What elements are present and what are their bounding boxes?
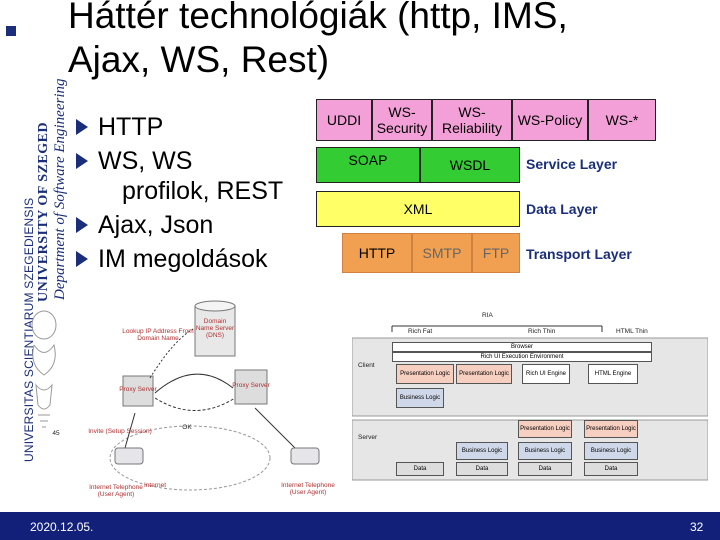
client-presentation-logic-box: Presentation Logic: [396, 364, 454, 384]
sip-arrow: [149, 327, 196, 379]
lookup-label: Lookup IP Address From Domain Name: [122, 328, 194, 342]
internet-label: Internet: [143, 482, 167, 489]
triangle-bullet-icon: [76, 251, 88, 267]
ria-architecture-diagram: RIA Rich Fat Rich Thin HTML Thin Client …: [352, 312, 708, 482]
footer-bar: [0, 512, 720, 540]
bullet-item: Ajax, Json: [76, 210, 316, 240]
triangle-bullet-icon: [76, 153, 88, 169]
footer-date: 2020.12.05.: [30, 520, 94, 534]
phone-left-label: Internet Telephone (User Agent): [89, 484, 143, 498]
ok-label: OK: [182, 424, 192, 431]
bullet-item: HTTP: [76, 112, 316, 142]
ws-cell-ftp: FTP: [472, 233, 520, 273]
bullet-list: HTTP WS, WS profilok, REST Ajax, Json IM…: [76, 112, 316, 278]
data-box: Data: [584, 462, 638, 476]
ws-stack-diagram: UDDI WS-Security WS-Reliability WS-Polic…: [316, 99, 706, 279]
proxy-left-label: Proxy Server: [119, 386, 157, 393]
ws-cell-wsdl: WSDL: [420, 147, 520, 183]
data-layer-label: Data Layer: [526, 201, 598, 217]
service-layer-label: Service Layer: [526, 156, 618, 172]
sip-session-diagram: Lookup IP Address From Domain Name Domai…: [52, 298, 345, 508]
ws-cell-http: HTTP: [342, 233, 412, 273]
bullet-item-continuation: profilok, REST: [122, 177, 284, 205]
client-business-logic-box: Business Logic: [396, 388, 444, 408]
html-engine-box: HTML Engine: [588, 364, 638, 384]
title-bullet-square: [6, 26, 16, 36]
internet-telephone-left-icon: [114, 447, 144, 465]
title-line-1: Háttér technológiák (http, IMS,: [68, 0, 568, 36]
ws-cell-soap: SOAP: [316, 147, 420, 183]
triangle-bullet-icon: [76, 119, 88, 135]
title-line-2: Ajax, WS, Rest): [68, 39, 330, 80]
invite-label: Invite (Setup Session): [88, 428, 152, 435]
ws-cell-uddi: UDDI: [316, 99, 372, 141]
server-business-logic-box: Business Logic: [518, 442, 572, 460]
data-box: Data: [518, 462, 572, 476]
bullet-item: WS, WS: [76, 146, 316, 176]
page-number: 32: [690, 520, 704, 534]
server-presentation-logic-box: Presentation Logic: [584, 420, 638, 438]
html-thin-label: HTML Thin: [616, 328, 648, 335]
sip-arrow: [124, 412, 136, 449]
proxy-right-label: Proxy Server: [232, 382, 270, 389]
proxy-server-left-icon: [122, 375, 154, 407]
slide-side-number: 45: [52, 430, 60, 437]
client-label: Client: [358, 362, 375, 369]
ws-cell-xml: XML: [316, 191, 520, 227]
dns-server-icon: [194, 300, 236, 357]
dns-label: Domain Name Server (DNS): [195, 318, 235, 339]
sip-diagram-graphics: [109, 300, 320, 491]
ws-cell-other: WS-*: [588, 99, 656, 141]
bullet-item: IM megoldások: [76, 244, 316, 274]
sip-arrow: [154, 397, 236, 411]
rich-fat-label: Rich Fat: [408, 328, 433, 335]
phone-right-label: Internet Telephone (User Agent): [281, 482, 335, 496]
sip-arrow: [254, 407, 296, 449]
triangle-bullet-icon: [76, 217, 88, 233]
ws-cell-reliability: WS-Reliability: [432, 99, 512, 141]
server-business-logic-box: Business Logic: [456, 442, 508, 460]
data-box: Data: [396, 462, 444, 476]
university-name: UNIVERSITY OF SZEGED: [36, 121, 51, 302]
server-label: Server: [358, 434, 378, 441]
server-business-logic-box: Business Logic: [584, 442, 638, 460]
internet-telephone-right-icon: [290, 447, 320, 465]
server-presentation-logic-box: Presentation Logic: [518, 420, 572, 438]
rich-thin-label: Rich Thin: [528, 328, 556, 335]
ws-cell-smtp: SMTP: [412, 233, 472, 273]
transport-layer-label: Transport Layer: [526, 246, 632, 262]
ria-label: RIA: [482, 312, 493, 319]
page-title: Háttér technológiák (http, IMS, Ajax, WS…: [68, 0, 568, 82]
env-box: Rich UI Execution Environment: [392, 352, 652, 362]
rich-ui-engine-box: Rich UI Engine: [522, 364, 570, 384]
department-name: Department of Software Engineering: [52, 78, 68, 301]
proxy-server-right-icon: [234, 369, 268, 405]
internet-cloud-icon: [109, 425, 271, 491]
ws-cell-policy: WS-Policy: [512, 99, 588, 141]
university-crest-icon: [31, 310, 57, 428]
data-box: Data: [456, 462, 508, 476]
client-presentation-logic-box: Presentation Logic: [456, 364, 512, 384]
ws-cell-security: WS-Security: [372, 99, 432, 141]
sip-arrow: [154, 373, 234, 394]
browser-box: Browser: [392, 342, 652, 352]
